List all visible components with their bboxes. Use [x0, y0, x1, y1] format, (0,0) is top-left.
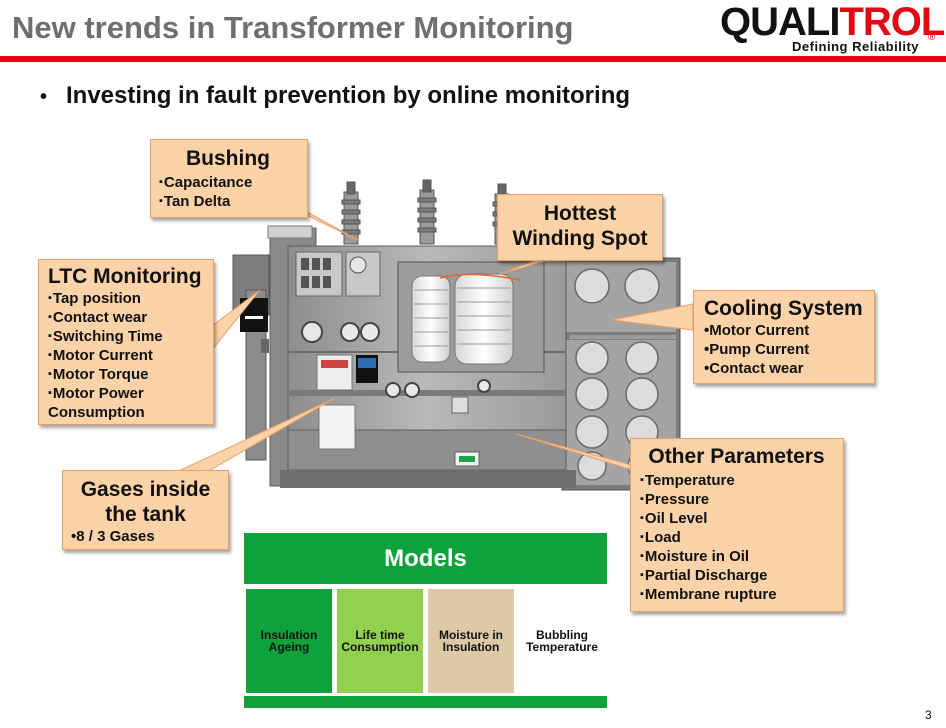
- callout-gases-title-line1: Gases inside: [80, 478, 211, 501]
- callout-hottest-title-line1: Hottest: [543, 202, 617, 225]
- callout-cooling-system: Cooling System •Motor Current •Pump Curr…: [693, 290, 875, 384]
- callout-cooling-item-text: Motor Current: [709, 322, 810, 339]
- callout-ltc-item: Switching Time: [48, 327, 213, 346]
- header-red-bar: [0, 56, 946, 62]
- callout-bushing: Bushing Capacitance Tan Delta: [150, 139, 308, 218]
- callout-gases-item-text: 8 / 3 Gases: [76, 528, 155, 545]
- logo-registered-mark: ®: [928, 32, 936, 43]
- winding-coil-icon: [411, 273, 521, 365]
- model-label-line2: Consumption: [341, 640, 419, 654]
- slide-title: New trends in Transformer Monitoring: [12, 10, 574, 45]
- callout-other-title: Other Parameters: [648, 445, 825, 468]
- bushing-icon: [341, 179, 512, 245]
- model-label-line2: Insulation: [442, 640, 500, 654]
- logo-wordmark: QUALITROL: [720, 0, 945, 45]
- logo-brand: QUALITROL: [720, 0, 945, 44]
- callout-other-item: Temperature: [640, 471, 843, 490]
- callout-cooling-title: Cooling System: [704, 297, 863, 320]
- logo-tagline: Defining Reliability: [792, 39, 920, 54]
- callout-cooling-item: •Pump Current: [704, 341, 810, 358]
- callout-hottest-winding-spot: Hottest Winding Spot: [497, 194, 663, 261]
- callout-other-item: Load: [640, 528, 843, 547]
- callout-bushing-item: Tan Delta: [159, 192, 307, 211]
- model-label-line1: Life time: [355, 628, 405, 642]
- page-number: 3: [925, 708, 932, 722]
- callout-hottest-title-line2: Winding Spot: [512, 227, 648, 250]
- callout-other-item: Moisture in Oil: [640, 547, 843, 566]
- model-label-line1: Moisture in: [438, 628, 503, 642]
- callout-other-item: Membrane rupture: [640, 585, 843, 604]
- callout-other-item: Partial Discharge: [640, 566, 843, 585]
- callout-cooling-item-text: Pump Current: [709, 341, 810, 358]
- bullet-text: Investing in fault prevention by online …: [66, 82, 631, 109]
- bullet-dot-icon: •: [40, 86, 48, 108]
- callout-ltc-monitoring: LTC Monitoring Tap position Contact wear…: [38, 259, 214, 425]
- model-label-line1: Bubbling: [536, 628, 588, 642]
- callout-gases-inside-tank: Gases inside the tank •8 / 3 Gases: [62, 470, 229, 550]
- callout-gases-item: •8 / 3 Gases: [71, 528, 155, 545]
- transformer-tank-icon: [232, 225, 576, 488]
- model-label-line2: Temperature: [526, 640, 598, 654]
- model-label-line2: Ageing: [268, 640, 310, 654]
- main-bullet: • Investing in fault prevention by online…: [40, 82, 630, 110]
- callout-bushing-title: Bushing: [186, 147, 270, 170]
- qualitrol-logo: QUALITROL ® Defining Reliability: [720, 0, 945, 56]
- callout-cooling-item: •Motor Current: [704, 322, 810, 339]
- callout-ltc-title: LTC Monitoring: [48, 265, 202, 288]
- callout-ltc-item: Motor Power: [48, 384, 213, 403]
- callout-cooling-item: •Contact wear: [704, 360, 804, 377]
- model-label-line1: Insulation: [260, 628, 318, 642]
- callout-other-parameters: Other Parameters Temperature Pressure Oi…: [630, 438, 844, 612]
- callout-ltc-item-continuation: Consumption: [48, 404, 145, 421]
- models-title: Models: [244, 533, 607, 584]
- callout-ltc-item: Motor Current: [48, 346, 213, 365]
- callout-other-item: Pressure: [640, 490, 843, 509]
- models-footer-bar: [244, 696, 607, 708]
- callout-bushing-item: Capacitance: [159, 173, 307, 192]
- callout-gases-title-line2: the tank: [105, 503, 186, 526]
- callout-ltc-item: Contact wear: [48, 308, 213, 327]
- callout-ltc-item: Motor Torque: [48, 365, 213, 384]
- callout-other-item: Oil Level: [640, 509, 843, 528]
- callout-cooling-item-text: Contact wear: [709, 360, 804, 377]
- callout-ltc-item: Tap position: [48, 289, 213, 308]
